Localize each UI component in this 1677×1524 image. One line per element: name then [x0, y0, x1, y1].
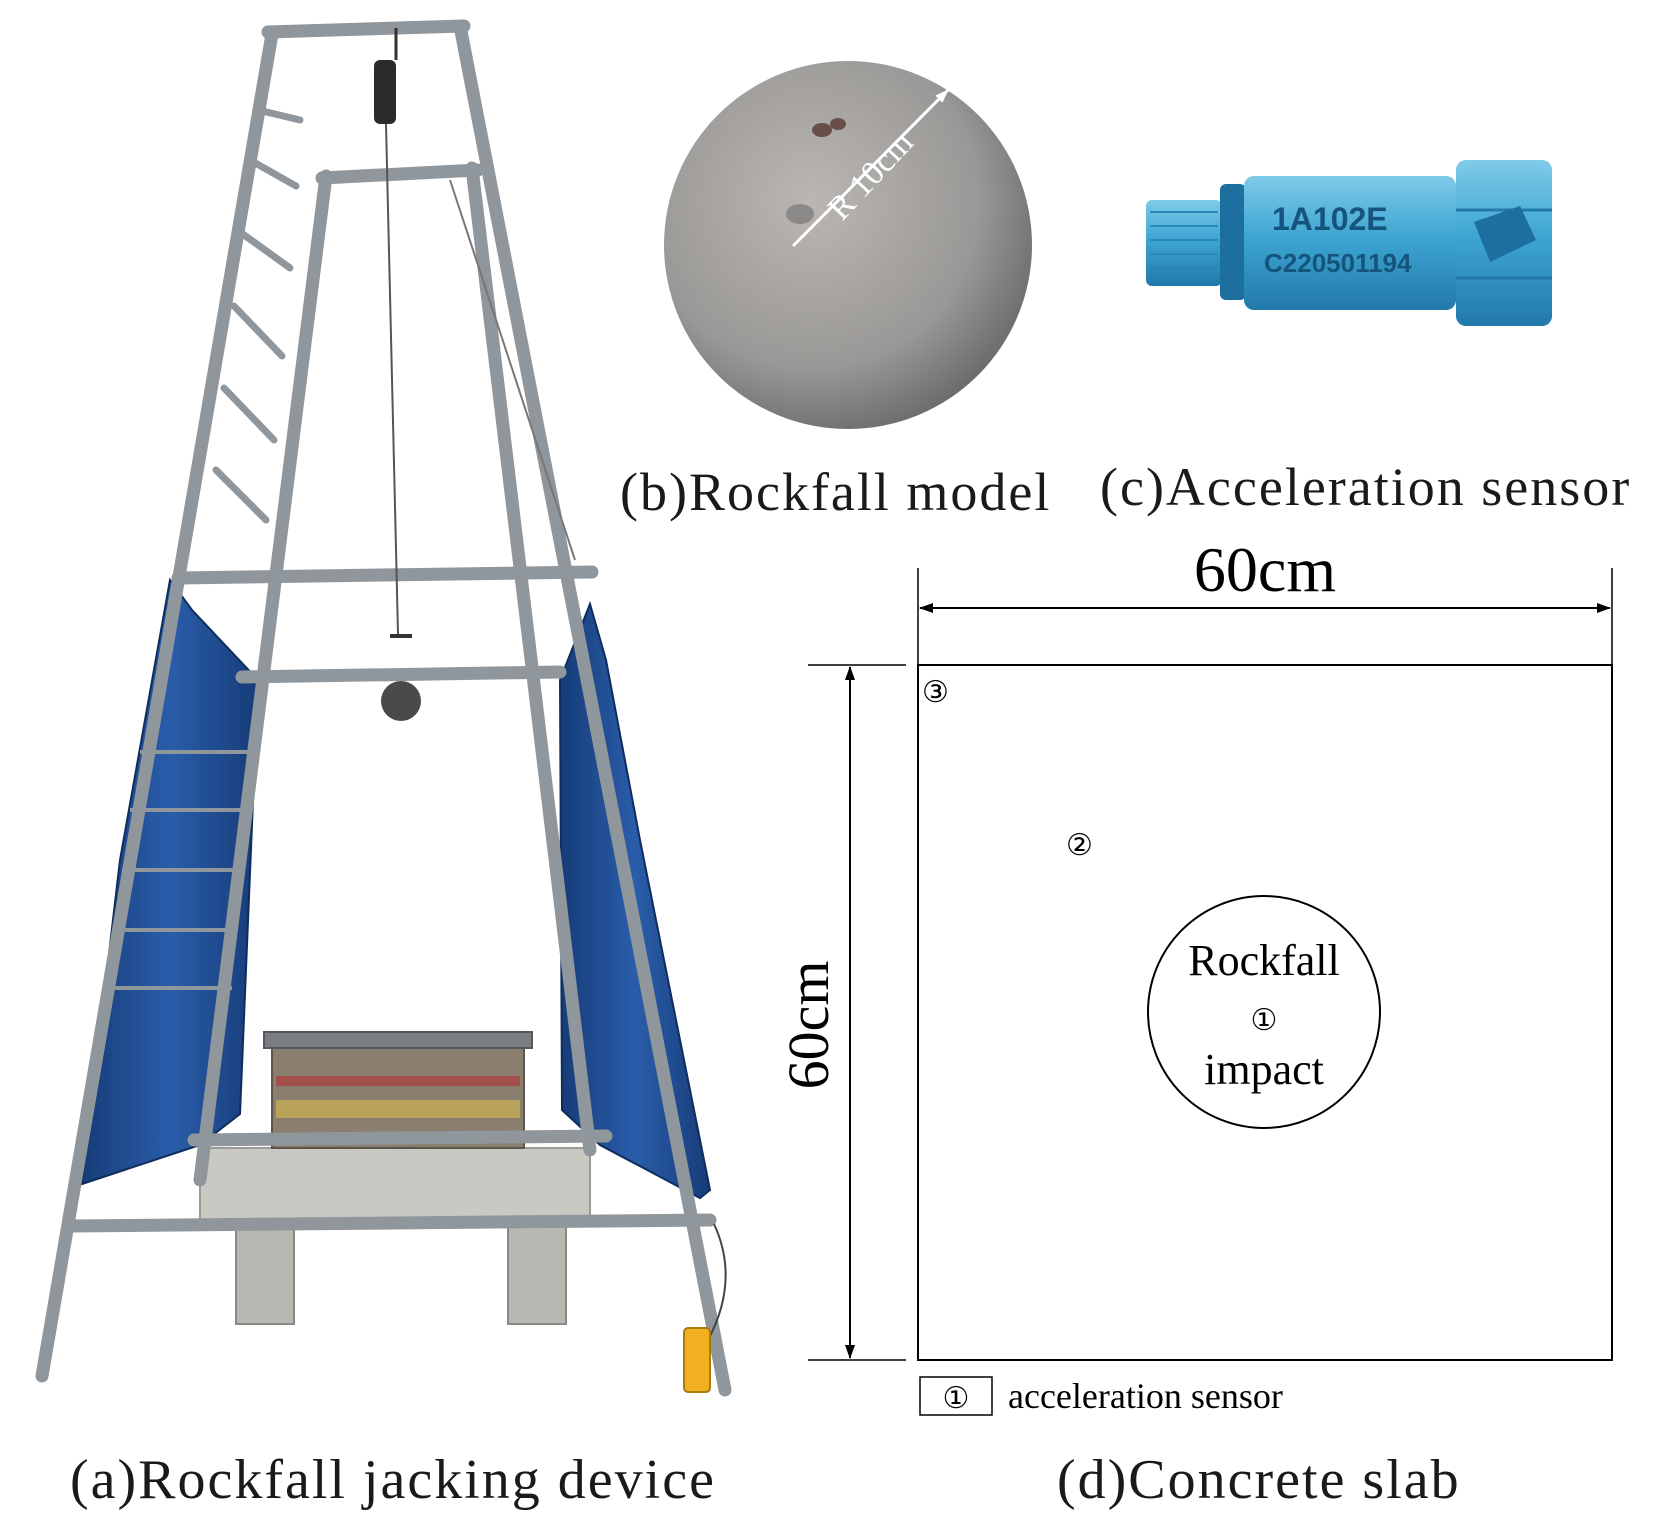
sensor-serial-text: C220501194: [1264, 248, 1412, 278]
steel-frame: [35, 19, 732, 1397]
ladder-rungs: [212, 106, 304, 524]
panel-a-jacking-device: (a)Rockfall jacking device: [35, 19, 732, 1511]
sensor-connector: [1146, 200, 1222, 286]
hoist-rope: [385, 123, 399, 635]
hoist-pulley: [374, 60, 396, 124]
caption-d: (d)Concrete slab: [1057, 1449, 1461, 1511]
impact-zone-circle: [1147, 895, 1381, 1129]
impact-label-line2: impact: [1204, 1045, 1324, 1094]
caption-b: (b)Rockfall model: [620, 462, 1051, 522]
width-label: 60cm: [1194, 534, 1336, 605]
cushion-box: [271, 1041, 525, 1149]
suspended-rock-ball: [381, 681, 421, 721]
slab-outline: [917, 664, 1613, 1361]
impact-label-line1: Rockfall: [1188, 936, 1340, 985]
legend-text: acceleration sensor: [1008, 1376, 1283, 1416]
sensor-ring: [1220, 184, 1246, 300]
panel-b-rockfall-model: R 10cm (b)Rockfall model: [620, 61, 1051, 522]
cushion-lid: [263, 1031, 533, 1049]
caption-c: (c)Acceleration sensor: [1100, 457, 1631, 517]
concrete-pier-left: [235, 1221, 295, 1325]
radius-arrow: [791, 88, 950, 248]
cushion-layer-red: [276, 1076, 520, 1086]
legend-box: [919, 1376, 993, 1416]
panel-d-concrete-slab: 60cm 60cm ③ ② Rockfall ① impact ① accele…: [776, 534, 1613, 1511]
tarp-ladder-left: [108, 750, 250, 990]
cushion-layer-yellow: [276, 1100, 520, 1118]
sensor-3-mark: ③: [922, 676, 949, 709]
concrete-pier-right: [507, 1221, 567, 1325]
rock-sphere: [664, 61, 1032, 429]
sensor-logo-icon: [1474, 206, 1536, 262]
caption-a: (a)Rockfall jacking device: [70, 1449, 716, 1511]
panel-c-acceleration-sensor: 1A102E C220501194 (c)Acceleration sensor: [1100, 160, 1631, 517]
concrete-base-block: [199, 1147, 591, 1227]
sensor-1-mark: ①: [1251, 1004, 1278, 1037]
height-label: 60cm: [776, 961, 841, 1090]
sensor-2-mark: ②: [1066, 829, 1093, 862]
hoist-controller: [683, 1327, 711, 1393]
sensor-model-text: 1A102E: [1272, 201, 1388, 237]
sensor-body: [1244, 176, 1456, 310]
legend-symbol: ①: [943, 1382, 970, 1415]
